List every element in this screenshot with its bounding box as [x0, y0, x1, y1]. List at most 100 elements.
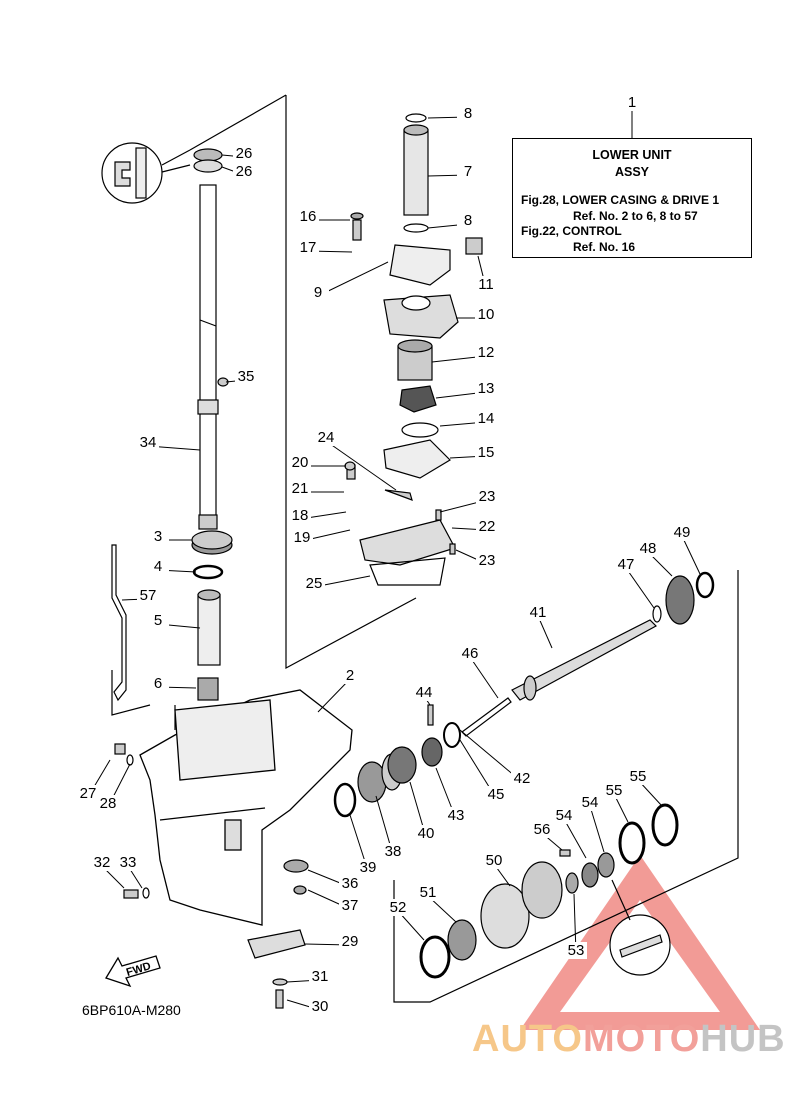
callout-37: 37: [342, 897, 359, 914]
callout-backdrop-16: [297, 208, 319, 225]
callout-47: 47: [618, 556, 635, 573]
info-title-line2: ASSY: [614, 165, 650, 179]
callout-backdrop-28: [97, 795, 119, 812]
callout-backdrop-20: [289, 454, 311, 471]
callout-54: 54: [556, 807, 573, 824]
callout-backdrop-37: [339, 897, 361, 914]
callout-41: 41: [530, 604, 547, 621]
callout-backdrop-57: [137, 587, 159, 604]
callout-23: 23: [479, 552, 496, 569]
callout-backdrop-49: [671, 524, 693, 541]
callout-backdrop-17: [297, 239, 319, 256]
leader-line-46: [469, 656, 499, 699]
callout-backdrop-23: [476, 552, 498, 569]
watermark-logo: AUTOMOTOHUB: [472, 1018, 786, 1061]
callout-23: 23: [479, 488, 496, 505]
lower-casing: [139, 689, 353, 926]
info-ref2: Fig.22, CONTROL: [521, 224, 622, 238]
callout-44: 44: [416, 684, 433, 701]
info-ref2-detail: Ref. No. 16: [573, 240, 636, 254]
callout-8: 8: [464, 212, 472, 229]
callout-backdrop-26: [233, 145, 255, 162]
callout-35: 35: [238, 368, 255, 385]
callout-54: 54: [582, 794, 599, 811]
callout-32: 32: [94, 854, 111, 871]
propeller-shaft-group: [461, 571, 715, 737]
callout-backdrop-54: [553, 807, 575, 824]
callout-22: 22: [479, 518, 496, 535]
leader-line-54: [563, 818, 587, 859]
callout-backdrop-18: [289, 507, 311, 524]
callout-1: 1: [628, 94, 636, 111]
leader-line-49: [681, 535, 701, 575]
callout-40: 40: [418, 825, 435, 842]
callout-backdrop-33: [117, 854, 139, 871]
assembly-info-box: LOWER UNIT ASSY Fig.28, LOWER CASING & D…: [512, 138, 752, 258]
callout-2: 2: [346, 667, 354, 684]
callout-backdrop-47: [615, 556, 637, 573]
callout-51: 51: [420, 884, 437, 901]
leader-line-47: [625, 567, 655, 609]
callout-26: 26: [236, 145, 253, 162]
callout-backdrop-55: [603, 782, 625, 799]
callout-50: 50: [486, 852, 503, 869]
callout-backdrop-4: [147, 558, 169, 575]
callout-backdrop-45: [485, 786, 507, 803]
callout-13: 13: [478, 380, 495, 397]
callout-backdrop-35: [235, 368, 257, 385]
leader-line-41: [537, 615, 553, 649]
water-pump-assembly: [346, 113, 483, 586]
callout-backdrop-15: [475, 444, 497, 461]
leader-line-2: [317, 678, 351, 713]
callout-backdrop-29: [339, 933, 361, 950]
drive-shaft: [193, 148, 223, 530]
callout-19: 19: [294, 529, 311, 546]
fwd-label: FWD: [125, 960, 153, 979]
callout-backdrop-54: [579, 794, 601, 811]
callout-backdrop-43: [445, 807, 467, 824]
callout-backdrop-53: [565, 942, 587, 959]
callout-45: 45: [488, 786, 505, 803]
callout-backdrop-8: [457, 105, 479, 122]
callout-backdrop-55: [627, 768, 649, 785]
bearing-housing-group: [419, 803, 679, 979]
callout-backdrop-46: [459, 645, 481, 662]
callout-10: 10: [478, 306, 495, 323]
callout-25: 25: [306, 575, 323, 592]
callout-55: 55: [630, 768, 647, 785]
callout-27: 27: [80, 785, 97, 802]
callout-57: 57: [140, 587, 157, 604]
watermark-moto: MOTO: [582, 1018, 701, 1060]
callout-4: 4: [154, 558, 162, 575]
callout-38: 38: [385, 843, 402, 860]
callout-5: 5: [154, 612, 162, 629]
callout-28: 28: [100, 795, 117, 812]
callout-29: 29: [342, 933, 359, 950]
callout-backdrop-40: [415, 825, 437, 842]
callout-55: 55: [606, 782, 623, 799]
watermark-auto: AUTO: [472, 1018, 583, 1060]
callout-24: 24: [318, 429, 335, 446]
callout-3: 3: [154, 528, 162, 545]
callout-backdrop-36: [339, 875, 361, 892]
info-ref1-detail: Ref. No. 2 to 6, 8 to 57: [573, 209, 698, 223]
callout-12: 12: [478, 344, 495, 361]
callout-backdrop-5: [147, 612, 169, 629]
info-title-line1: LOWER UNIT: [592, 148, 672, 162]
callout-backdrop-12: [475, 344, 497, 361]
callout-backdrop-26: [233, 163, 255, 180]
callout-8: 8: [464, 105, 472, 122]
callout-26: 26: [236, 163, 253, 180]
callout-backdrop-11: [475, 276, 497, 293]
callout-backdrop-24: [315, 429, 337, 446]
shaft-components: [191, 530, 233, 701]
watermark-hub: HUB: [700, 1018, 786, 1060]
callout-7: 7: [464, 163, 472, 180]
callout-42: 42: [514, 770, 531, 787]
callout-backdrop-3: [147, 528, 169, 545]
pinion-gear-set: [333, 704, 461, 818]
callout-43: 43: [448, 807, 465, 824]
callout-30: 30: [312, 998, 329, 1015]
callout-backdrop-2: [339, 667, 361, 684]
